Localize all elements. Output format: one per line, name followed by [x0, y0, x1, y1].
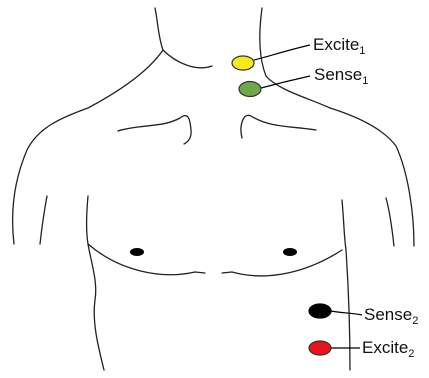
nipple-left-icon	[130, 248, 144, 256]
nipple-right-icon	[283, 248, 297, 256]
electrode-excite-2	[309, 341, 331, 355]
label-sense-1: Sense1	[314, 65, 368, 87]
label-sense-2: Sense2	[364, 305, 418, 327]
label-excite-2: Excite2	[362, 338, 414, 360]
leader-sense-2	[331, 311, 362, 315]
label-excite-1: Excite1	[313, 35, 365, 57]
torso-outline-icon	[13, 8, 414, 370]
leader-excite-1	[254, 45, 310, 60]
electrode-excite-1	[232, 56, 254, 70]
electrode-sense-2	[309, 304, 331, 318]
electrode-sense-1	[239, 82, 261, 97]
